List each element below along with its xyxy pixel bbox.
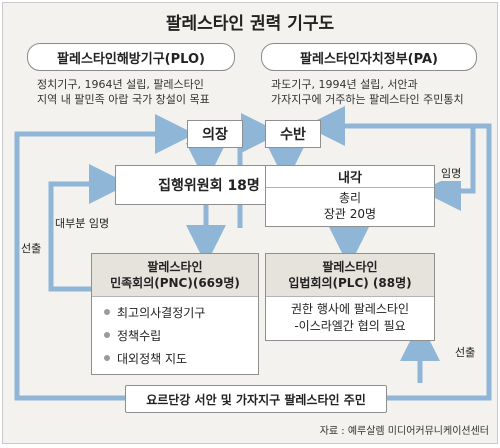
cabinet-box: 내각 총리 장관 20명	[265, 165, 435, 227]
cabinet-line1: 총리	[338, 191, 362, 205]
plo-desc-line1: 정치기구, 1964년 설립, 팔레스타인	[37, 78, 204, 91]
plc-header: 팔레스타인 입법회의(PLC) (88명)	[266, 254, 434, 297]
plc-body: 권한 행사에 팔레스타인 -이스라엘간 협의 필요	[266, 301, 434, 335]
elect-left-label: 선출	[21, 240, 42, 256]
pnc-header: 팔레스타인 민족회의(PNC)(669명)	[92, 254, 258, 297]
plc-body-line1: 권한 행사에 팔레스타인	[290, 302, 410, 316]
head-box: 수반	[265, 120, 321, 148]
pa-header: 팔레스타인자치정부(PA)	[261, 43, 477, 71]
pnc-item: 정책수립	[104, 327, 161, 344]
pa-description: 과도기구, 1994년 설립, 서안과 가자지구에 거주하는 팔레스타인 주민통…	[271, 77, 464, 107]
pa-name: 팔레스타인자치정부(PA)	[300, 51, 438, 67]
appoint-line	[421, 126, 476, 211]
pnc-line1: 팔레스타인	[147, 260, 203, 274]
cabinet-title: 내각	[266, 166, 434, 188]
plc-box: 팔레스타인 입법회의(PLC) (88명) 권한 행사에 팔레스타인 -이스라엘…	[265, 253, 435, 341]
diagram-frame: 팔레스타인 권력 기구도	[2, 2, 498, 444]
plc-body-line2: -이스라엘간 협의 필요	[294, 319, 406, 333]
plo-name: 팔레스타인해방기구(PLO)	[57, 51, 205, 67]
executive-label: 집행위원회 18명	[158, 178, 260, 194]
residents-label: 요르단강 서안 및 가자지구 팔레스타인 주민	[146, 392, 366, 407]
plo-description: 정치기구, 1964년 설립, 팔레스타인 지역 내 팔민족 아랍 국가 창설이…	[37, 77, 210, 107]
mostly-appoint-label: 대부분 임명	[55, 215, 110, 231]
plc-line2: 입법회의(PLC) (88명)	[288, 276, 412, 290]
chairman-label: 의장	[202, 127, 228, 143]
pnc-item: 최고의사결정기구	[104, 304, 205, 321]
diagram-title: 팔레스타인 권력 기구도	[165, 14, 335, 34]
elect-right-arrow	[305, 106, 492, 401]
pnc-item: 대외정책 지도	[104, 350, 187, 367]
pa-desc-line2: 가자지구에 거주하는 팔레스타인 주민통치	[271, 93, 464, 106]
head-label: 수반	[280, 127, 306, 143]
pa-desc-line1: 과도기구, 1994년 설립, 서안과	[271, 78, 418, 91]
plc-line1: 팔레스타인	[322, 260, 378, 274]
cabinet-body: 총리 장관 20명	[266, 190, 434, 222]
appoint-label: 임명	[441, 165, 462, 181]
elect-right-label: 선출	[455, 344, 476, 360]
residents-box: 요르단강 서안 및 가자지구 팔레스타인 주민	[125, 385, 387, 413]
pnc-line2: 민족회의(PNC)(669명)	[110, 276, 240, 290]
cabinet-line2: 장관 20명	[323, 207, 377, 221]
mostly-appoint-arrow	[48, 164, 129, 292]
chairman-box: 의장	[187, 120, 243, 148]
plo-header: 팔레스타인해방기구(PLO)	[27, 43, 235, 71]
elect-left-arrow	[14, 114, 195, 401]
plo-desc-line2: 지역 내 팔민족 아랍 국가 창설이 목표	[37, 93, 210, 106]
pnc-box: 팔레스타인 민족회의(PNC)(669명) 최고의사결정기구 정책수립 대외정책…	[91, 253, 259, 375]
source-note: 자료 : 예루살렘 미디어커뮤니케이션센터	[319, 426, 489, 437]
